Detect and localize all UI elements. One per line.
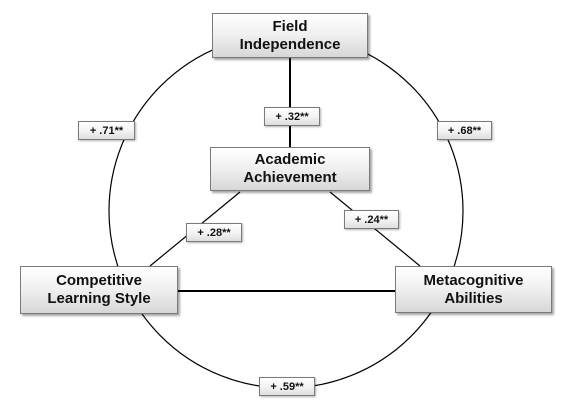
academic-achievement-line2: Achievement [243, 169, 337, 186]
competitive-learning-style-box: Competitive Learning Style [20, 266, 178, 314]
field-independence-line1: Field [272, 17, 308, 35]
metacognitive-abilities-line2: Abilities [444, 289, 503, 307]
outer-circle-connector [108, 33, 464, 389]
competitive-learning-style-line2: Learning Style [47, 290, 151, 307]
competitive-learning-style-line1: Competitive [56, 272, 142, 289]
coef-competitive-metacognitive: + .59** [259, 377, 315, 396]
metacognitive-abilities-box: Metacognitive Abilities [395, 266, 552, 313]
academic-achievement-line1: Academic [254, 151, 326, 168]
coef-field-metacognitive: + .68** [437, 121, 492, 140]
coef-field-competitive: + .71** [78, 121, 135, 140]
academic-metacognitive-connector [329, 191, 421, 267]
field-independence-line2: Independence [239, 35, 341, 53]
coef-field-academic: + .32** [264, 107, 320, 126]
coef-competitive-academic: + .28** [186, 223, 242, 242]
field-independence-box: Field Independence [212, 13, 368, 58]
academic-achievement-box: Academic Achievement [210, 147, 370, 191]
coef-academic-metacognitive: + .24** [344, 210, 399, 229]
metacognitive-abilities-line1: Metacognitive [423, 271, 524, 289]
